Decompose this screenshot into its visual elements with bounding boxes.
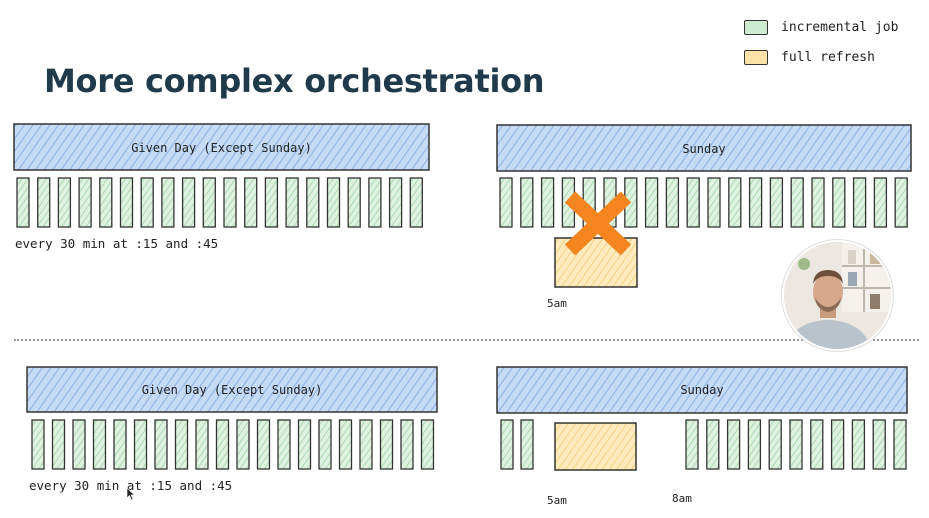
incremental-job-bar-11	[236, 419, 250, 470]
incremental-job-bar-1	[31, 419, 45, 470]
incremental-job-bar-1	[500, 419, 514, 470]
incremental-job-bar-late-3	[726, 419, 741, 470]
incremental-job-bar-12	[244, 177, 258, 228]
incremental-job-bar-16	[338, 419, 353, 470]
incremental-job-bar-1	[499, 177, 513, 228]
incremental-job-bar-6	[119, 177, 134, 228]
incremental-job-bar-late-1	[685, 419, 699, 470]
incremental-job-bar-late-8	[830, 419, 845, 470]
incremental-job-bar-late-11	[893, 419, 907, 470]
incremental-job-bar-8	[174, 419, 189, 470]
bottom-right-banner	[496, 366, 908, 414]
incremental-job-bar-late-6	[789, 419, 803, 470]
incremental-job-bar-17	[832, 177, 846, 228]
incremental-job-bar-late-10	[872, 419, 886, 470]
incremental-job-bar-8	[644, 177, 659, 228]
incremental-job-bar-20	[409, 177, 423, 228]
incremental-job-bar-19	[873, 177, 888, 228]
legend-incremental-swatch	[744, 20, 768, 35]
bottom-right-time-label-5am: 5am	[547, 494, 567, 507]
legend-incremental-label: incremental job	[781, 20, 899, 35]
incremental-job-bar-7	[140, 177, 154, 228]
incremental-job-bar-19	[388, 177, 403, 228]
incremental-job-bar-16	[326, 177, 341, 228]
mouse-cursor-icon	[126, 487, 136, 501]
incremental-job-bar-late-9	[851, 419, 866, 470]
bottom-right-banner-label: Sunday	[680, 383, 724, 397]
incremental-job-bar-late-7	[810, 419, 824, 470]
cancel-cross-icon	[564, 191, 632, 256]
incremental-job-bar-9	[181, 177, 196, 228]
incremental-job-bar-3	[72, 419, 86, 470]
incremental-job-bar-13	[748, 177, 763, 228]
bottom-right-time-label-8am: 8am	[672, 492, 692, 505]
incremental-job-bar-1	[16, 177, 30, 228]
presenter-webcam	[782, 240, 893, 351]
slide-title: More complex orchestration	[44, 62, 545, 100]
top-left-banner	[13, 123, 430, 171]
top-right-banner-label: Sunday	[682, 142, 726, 156]
bottom-left-banner-label: Given Day (Except Sunday)	[141, 383, 323, 397]
incremental-job-bar-14	[769, 177, 784, 228]
incremental-job-bar-15	[318, 419, 332, 470]
incremental-job-bar-late-5	[768, 419, 782, 470]
incremental-job-bar-15	[790, 177, 804, 228]
incremental-job-bar-4	[78, 177, 92, 228]
bottom-right-incremental-jobs	[500, 419, 907, 470]
incremental-job-bar-2	[51, 419, 66, 470]
top-right-incremental-jobs	[499, 177, 908, 228]
incremental-job-bar-12	[728, 177, 742, 228]
incremental-job-bar-3	[57, 177, 72, 228]
top-left-incremental-jobs	[16, 177, 423, 228]
incremental-job-bar-5	[113, 419, 127, 470]
incremental-job-bar-20	[894, 177, 908, 228]
incremental-job-bar-10	[202, 177, 216, 228]
incremental-job-bar-3	[540, 177, 555, 228]
incremental-job-bar-18	[379, 419, 394, 470]
section-divider	[14, 339, 919, 341]
incremental-job-bar-4	[92, 419, 107, 470]
incremental-job-bar-10	[686, 177, 700, 228]
top-left-caption: every 30 min at :15 and :45	[15, 236, 219, 251]
incremental-job-bar-2	[520, 419, 534, 470]
incremental-job-bar-late-4	[747, 419, 762, 470]
incremental-job-bar-9	[665, 177, 680, 228]
incremental-job-bar-17	[347, 177, 361, 228]
incremental-job-bar-11	[707, 177, 721, 228]
incremental-job-bar-19	[400, 419, 414, 470]
incremental-job-bar-17	[359, 419, 373, 470]
legend-full-refresh-label: full refresh	[781, 50, 875, 65]
incremental-job-bar-5	[99, 177, 113, 228]
incremental-job-bar-6	[133, 419, 148, 470]
incremental-job-bar-20	[420, 419, 435, 470]
incremental-job-bar-13	[264, 177, 279, 228]
incremental-job-bar-2	[520, 177, 534, 228]
bottom-full-refresh-box	[554, 422, 637, 471]
incremental-job-bar-9	[195, 419, 209, 470]
incremental-job-bar-12	[256, 419, 271, 470]
incremental-job-bar-13	[277, 419, 291, 470]
incremental-job-bar-14	[285, 177, 299, 228]
incremental-job-bar-10	[215, 419, 230, 470]
incremental-job-bar-18	[368, 177, 382, 228]
incremental-job-bar-11	[223, 177, 237, 228]
incremental-job-bar-late-2	[706, 419, 720, 470]
incremental-job-bar-14	[297, 419, 312, 470]
incremental-job-bar-8	[161, 177, 175, 228]
top-right-time-label: 5am	[547, 297, 567, 310]
bottom-left-incremental-jobs	[31, 419, 435, 470]
incremental-job-bar-2	[37, 177, 51, 228]
top-right-banner	[496, 124, 912, 172]
legend-full-refresh-swatch	[744, 50, 768, 65]
bottom-left-banner	[26, 366, 438, 413]
incremental-job-bar-16	[811, 177, 825, 228]
bottom-left-caption: every 30 min at :15 and :45	[29, 478, 233, 493]
incremental-job-bar-7	[154, 419, 168, 470]
incremental-job-bar-18	[852, 177, 867, 228]
top-left-banner-label: Given Day (Except Sunday)	[131, 141, 312, 155]
incremental-job-bar-15	[306, 177, 320, 228]
